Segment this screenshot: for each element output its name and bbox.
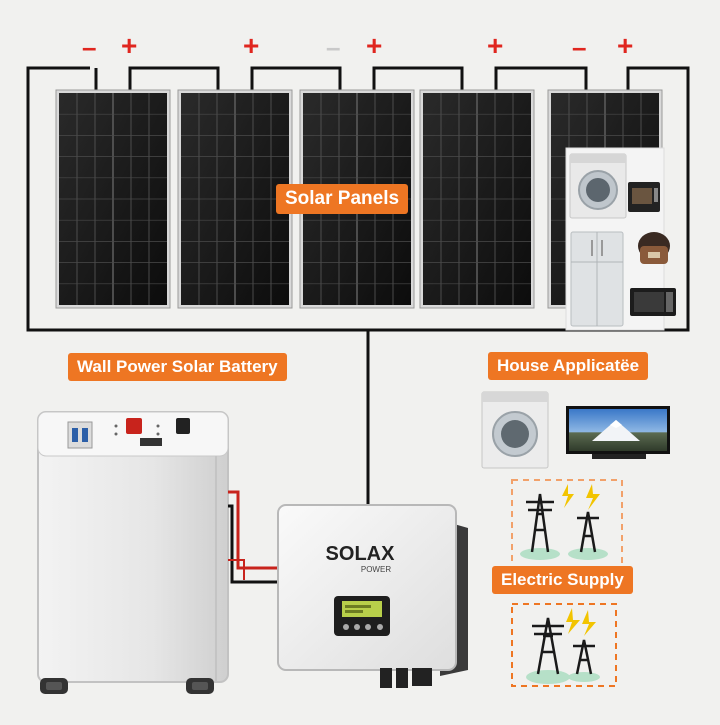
television-icon	[566, 406, 670, 459]
inverter-connectors	[380, 668, 432, 688]
house-appliances	[481, 391, 670, 469]
appliance-cluster	[565, 147, 676, 331]
transmission-tower-icon	[526, 493, 554, 553]
terminal-plus-sign: +	[617, 30, 634, 61]
microwave-icon	[630, 288, 676, 316]
inverter-brand: SOLAX	[326, 543, 396, 565]
terminal-plus-sign: +	[243, 30, 260, 61]
solar-panel	[419, 89, 535, 309]
terminal-plus-sign: +	[366, 30, 383, 61]
battery-breaker	[67, 421, 93, 449]
inverter-lcd	[342, 601, 382, 617]
toaster-oven-icon	[628, 182, 660, 212]
battery-positive-terminal	[126, 418, 142, 434]
electric-supply-bottom	[511, 603, 617, 687]
transmission-tower-icon	[573, 639, 595, 675]
lightning-bolt-icon	[582, 610, 596, 636]
transmission-tower-icon	[577, 511, 599, 553]
battery-port	[140, 438, 162, 446]
battery-negative-terminal	[176, 418, 190, 434]
terminal-minus-sign: –	[82, 32, 97, 62]
transmission-tower-icon	[532, 617, 564, 675]
label-electric-supply: Electric Supply	[492, 566, 633, 594]
solax-inverter: SOLAX POWER	[277, 504, 468, 688]
terminal-minus-sign: –	[326, 32, 341, 62]
solar-panel	[55, 89, 171, 309]
battery-inverter-cables	[228, 490, 290, 584]
terminal-minus-sign: –	[572, 32, 587, 62]
refrigerator-icon	[570, 231, 624, 327]
terminal-plus-sign: +	[487, 30, 504, 61]
lightning-bolt-icon	[566, 608, 580, 634]
solar-panel	[177, 89, 293, 309]
electric-supply-top	[511, 479, 623, 571]
label-solar-panels: Solar Panels	[276, 184, 409, 214]
battery-wheel	[186, 678, 214, 694]
rice-cooker-icon	[638, 232, 670, 264]
washing-machine-icon	[569, 153, 627, 219]
inverter-brand-sub: POWER	[361, 565, 391, 574]
wall-battery	[37, 411, 229, 694]
lightning-bolt-icon	[562, 484, 574, 508]
washing-machine-icon	[481, 391, 549, 469]
terminal-plus-sign: +	[121, 30, 138, 61]
label-house-appliance: House Applicatëe	[488, 352, 649, 380]
battery-wheel	[40, 678, 68, 694]
main-wiring	[26, 66, 690, 505]
lightning-bolt-icon	[586, 484, 600, 510]
label-wall-battery: Wall Power Solar Battery	[68, 353, 287, 381]
